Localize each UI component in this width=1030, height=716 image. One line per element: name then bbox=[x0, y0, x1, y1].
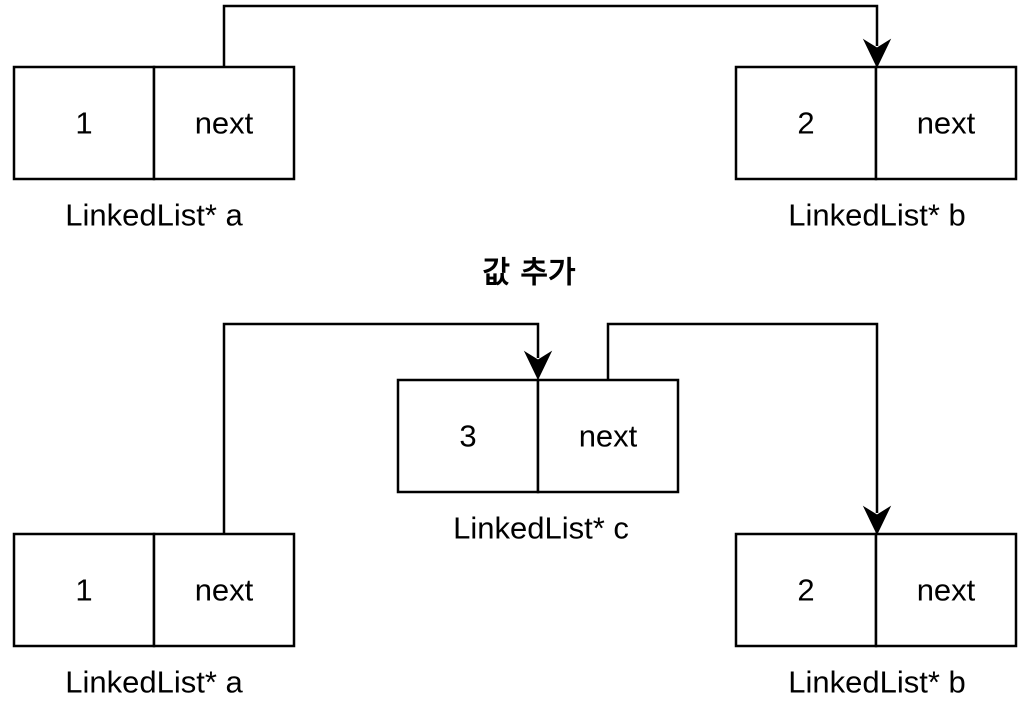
node-c-caption: LinkedList* c bbox=[453, 511, 629, 546]
node-c-pointer-label: next bbox=[579, 419, 638, 454]
node-b-pointer-label: next bbox=[917, 573, 976, 608]
node-b-pointer-label: next bbox=[917, 106, 976, 141]
node-b-caption: LinkedList* b bbox=[788, 665, 966, 700]
node-b-value-cell bbox=[734, 65, 878, 181]
node-a-value: 1 bbox=[75, 573, 92, 608]
node-b-after: 2 next LinkedList* b bbox=[734, 532, 1018, 700]
node-a-value-cell bbox=[12, 532, 156, 648]
edge-c-to-b bbox=[606, 322, 879, 513]
node-a-caption: LinkedList* a bbox=[65, 198, 243, 233]
node-a-pointer-label: next bbox=[195, 573, 254, 608]
node-b-before: 2 next LinkedList* b bbox=[734, 65, 1018, 233]
node-c-after: 3 next LinkedList* c bbox=[396, 378, 680, 546]
node-b-next-cell bbox=[874, 65, 1018, 181]
node-a-before: 1 next LinkedList* a bbox=[12, 65, 296, 233]
node-a-next-cell bbox=[152, 532, 296, 648]
section-title: 값 추가 bbox=[482, 256, 576, 291]
edge-a-to-b bbox=[222, 4, 879, 67]
node-a-value-cell bbox=[12, 65, 156, 181]
arrow-a-to-b-head bbox=[862, 38, 892, 69]
node-a-pointer-label: next bbox=[195, 106, 254, 141]
node-a-value: 1 bbox=[75, 106, 92, 141]
node-b-value-cell bbox=[734, 532, 878, 648]
node-b-value: 2 bbox=[797, 106, 814, 141]
node-b-caption: LinkedList* b bbox=[788, 198, 966, 233]
node-a-next-cell bbox=[152, 65, 296, 181]
node-c-next-cell bbox=[536, 378, 680, 494]
node-b-value: 2 bbox=[797, 573, 814, 608]
node-b-next-cell bbox=[874, 532, 1018, 648]
arrow-a-to-c-head bbox=[523, 350, 553, 381]
node-a-after: 1 next LinkedList* a bbox=[12, 532, 296, 700]
node-a-caption: LinkedList* a bbox=[65, 665, 243, 700]
arrow-c-to-b-head bbox=[862, 505, 892, 536]
node-c-value: 3 bbox=[459, 419, 476, 454]
edge-a-to-c bbox=[222, 322, 540, 534]
